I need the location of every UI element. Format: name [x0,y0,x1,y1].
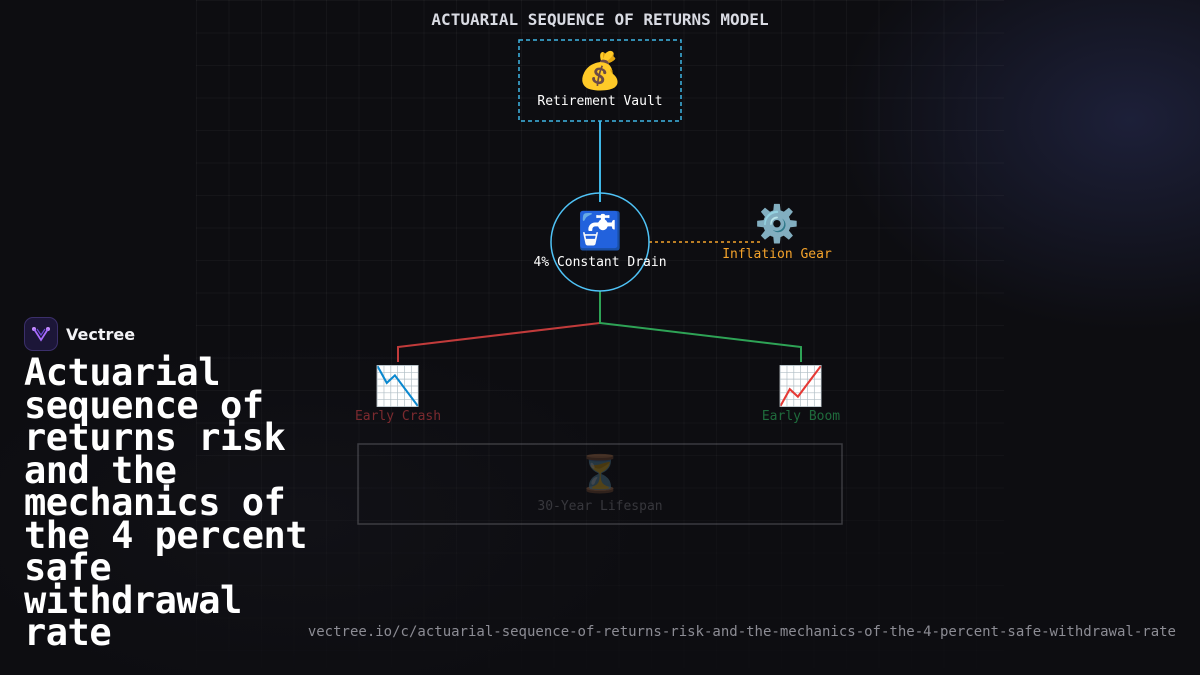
early-boom-node[interactable]: 📈 Early Boom [762,364,840,424]
chart-decreasing-icon: 📉 [374,364,421,408]
retirement-vault-node[interactable]: 💰 Retirement Vault [518,39,682,122]
hourglass-icon: ⏳ [578,453,623,495]
brand-name: Vectree [66,324,136,344]
early-crash-node[interactable]: 📉 Early Crash [355,364,441,424]
chart-increasing-icon: 📈 [777,364,824,408]
page-url[interactable]: vectree.io/c/actuarial-sequence-of-retur… [307,624,1176,640]
gear-icon: ⚙️ [755,203,800,245]
diagram-title: ACTUARIAL SEQUENCE OF RETURNS MODEL [431,10,768,29]
brand[interactable]: Vectree [24,317,135,351]
drain-label: 4% Constant Drain [533,255,666,270]
faucet-icon: 🚰 [578,210,623,252]
vault-box [518,39,682,122]
drain-to-crash-connector [397,291,601,362]
vault-label: Retirement Vault [537,94,662,109]
headline: Actuarial sequence of returns risk and t… [24,351,308,654]
constant-drain-node[interactable]: 🚰 4% Constant Drain [533,192,667,292]
money-bag-icon: 💰 [578,50,623,92]
inflation-gear-node[interactable]: ⚙️ Inflation Gear [722,203,832,262]
drain-circle [550,192,650,292]
gear-label: Inflation Gear [722,247,832,262]
boom-label: Early Boom [762,409,840,424]
crash-label: Early Crash [355,409,441,424]
lifespan-node[interactable]: ⏳ 30-Year Lifespan [357,443,843,525]
drain-to-boom-connector [599,291,802,362]
lifespan-label: 30-Year Lifespan [537,499,662,514]
background-grid [196,0,1004,675]
vectree-logo-icon [24,317,58,351]
lifespan-box [357,443,843,525]
